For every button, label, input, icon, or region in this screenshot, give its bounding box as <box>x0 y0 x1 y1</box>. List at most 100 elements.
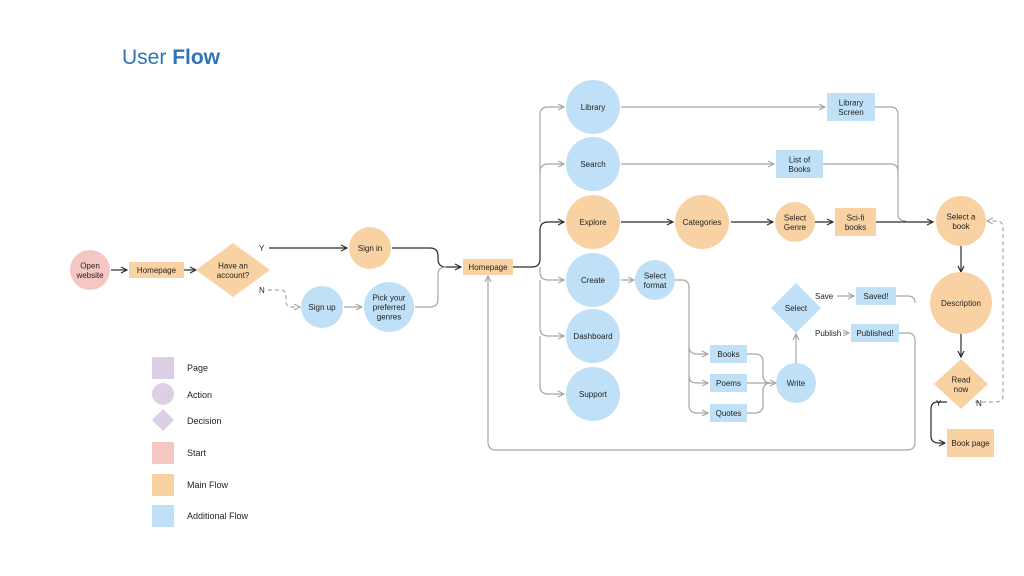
node-published <box>851 324 899 342</box>
node-description-label: Description <box>941 299 981 308</box>
edge-to-poems <box>688 375 708 383</box>
legend-additional-flow-swatch <box>152 505 174 527</box>
edge-quotes-write <box>747 382 772 414</box>
edge-read-no-loop <box>975 221 1004 403</box>
edge-return-homepage <box>488 276 916 451</box>
legend-page-label: Page <box>187 363 208 373</box>
node-support <box>566 367 620 421</box>
node-support-label: Support <box>579 390 608 399</box>
edge-to-dashboard <box>539 280 564 336</box>
legend: Page Action Decision Start Main Flow Add… <box>152 357 249 527</box>
node-poems <box>710 374 747 392</box>
node-saved-label: Saved! <box>864 292 889 301</box>
node-description <box>930 272 992 334</box>
node-search <box>566 137 620 191</box>
label-publish: Publish <box>815 329 841 338</box>
edge-to-library <box>539 107 564 222</box>
node-book-page-label: Book page <box>951 439 990 448</box>
node-sign-up <box>301 286 343 328</box>
node-published-label: Published! <box>856 329 893 338</box>
node-homepage-2 <box>463 259 513 275</box>
node-create-label: Create <box>581 276 606 285</box>
node-library-label: Library <box>581 103 605 112</box>
node-select-format <box>635 260 675 300</box>
node-dashboard <box>566 309 620 363</box>
node-select-a-book <box>936 196 986 246</box>
page-title: User Flow <box>122 46 220 70</box>
node-homepage-2-label: Homepage <box>468 263 508 272</box>
label-n-read: N <box>976 399 982 408</box>
edge-books-write <box>747 353 772 384</box>
legend-decision-swatch <box>152 409 174 431</box>
node-open-website <box>70 250 110 290</box>
title-bold: Flow <box>172 46 221 69</box>
edge-to-support <box>539 336 564 394</box>
node-book-page <box>947 429 994 457</box>
edge-saved-loop <box>896 295 916 304</box>
edge-labels: Y N Save Publish Y N <box>259 244 982 408</box>
node-library <box>566 80 620 134</box>
legend-decision-label: Decision <box>187 416 222 426</box>
node-select-label: Select <box>785 304 808 313</box>
legend-action-swatch <box>152 383 174 405</box>
label-y-read: Y <box>936 399 942 408</box>
node-list-of-books <box>776 150 823 178</box>
label-n-signup: N <box>259 286 265 295</box>
node-homepage-1 <box>129 262 184 278</box>
node-write-label: Write <box>787 379 806 388</box>
edges <box>111 106 1004 451</box>
node-quotes-label: Quotes <box>716 409 742 418</box>
edge-read-bookpage <box>930 401 947 443</box>
node-quotes <box>710 404 747 422</box>
node-sign-in <box>349 227 391 269</box>
legend-main-flow-label: Main Flow <box>187 480 229 490</box>
edge-to-books <box>688 345 708 354</box>
title-light: User <box>122 46 167 69</box>
edge-libscreen-selectbook <box>875 106 907 222</box>
node-write <box>776 363 816 403</box>
label-y-signin: Y <box>259 244 265 253</box>
node-dashboard-label: Dashboard <box>573 332 612 341</box>
node-select-decision <box>771 283 821 333</box>
node-select-genre <box>775 202 815 242</box>
legend-start-swatch <box>152 442 174 464</box>
edge-to-explore <box>531 222 564 268</box>
node-library-screen <box>827 93 875 121</box>
edge-decision-signup <box>268 289 300 307</box>
node-search-label: Search <box>580 160 605 169</box>
edge-genres-homepage <box>415 266 447 308</box>
node-pick-genres <box>364 282 414 332</box>
node-books-label: Books <box>717 350 739 359</box>
node-have-account-decision <box>196 243 270 297</box>
node-read-now-decision <box>934 359 988 409</box>
edge-format-trunk <box>675 279 708 413</box>
legend-action-label: Action <box>187 390 212 400</box>
node-categories <box>675 195 729 249</box>
node-explore-label: Explore <box>579 218 607 227</box>
node-scifi-books <box>835 208 876 236</box>
node-sign-in-label: Sign in <box>358 244 382 253</box>
node-saved <box>856 287 896 305</box>
legend-main-flow-swatch <box>152 474 174 496</box>
edge-to-search <box>539 164 564 173</box>
legend-start-label: Start <box>187 448 207 458</box>
edge-list-selectbook <box>823 163 899 173</box>
label-save: Save <box>815 292 834 301</box>
node-poems-label: Poems <box>716 379 741 388</box>
legend-page-swatch <box>152 357 174 379</box>
legend-additional-flow-label: Additional Flow <box>187 511 249 521</box>
node-books <box>710 345 747 363</box>
node-explore <box>566 195 620 249</box>
node-sign-up-label: Sign up <box>308 303 336 312</box>
node-categories-label: Categories <box>683 218 722 227</box>
